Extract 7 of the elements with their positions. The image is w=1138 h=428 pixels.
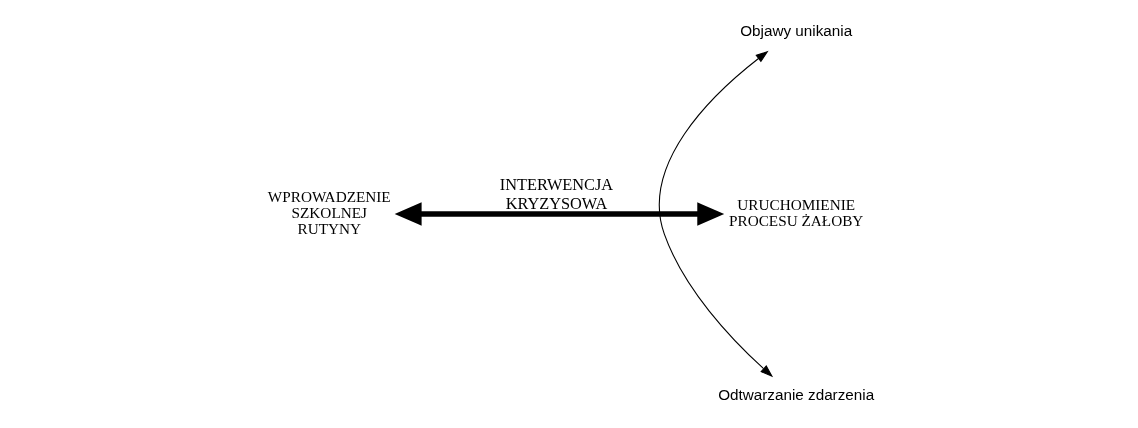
arrow [658, 50, 774, 378]
edge-label: INTERWENCJA KRYZYSOWA [499, 175, 614, 213]
node-text: Odtwarzanie zdarzenia [718, 386, 875, 403]
arrow [394, 202, 725, 226]
node-text: URUCHOMIENIE PROCESU ŻAŁOBY [729, 195, 864, 230]
node-text: Objawy unikania [740, 22, 853, 40]
node-text: WPROWADZENIE SZKOLNEJ RUTYNY [267, 187, 391, 238]
